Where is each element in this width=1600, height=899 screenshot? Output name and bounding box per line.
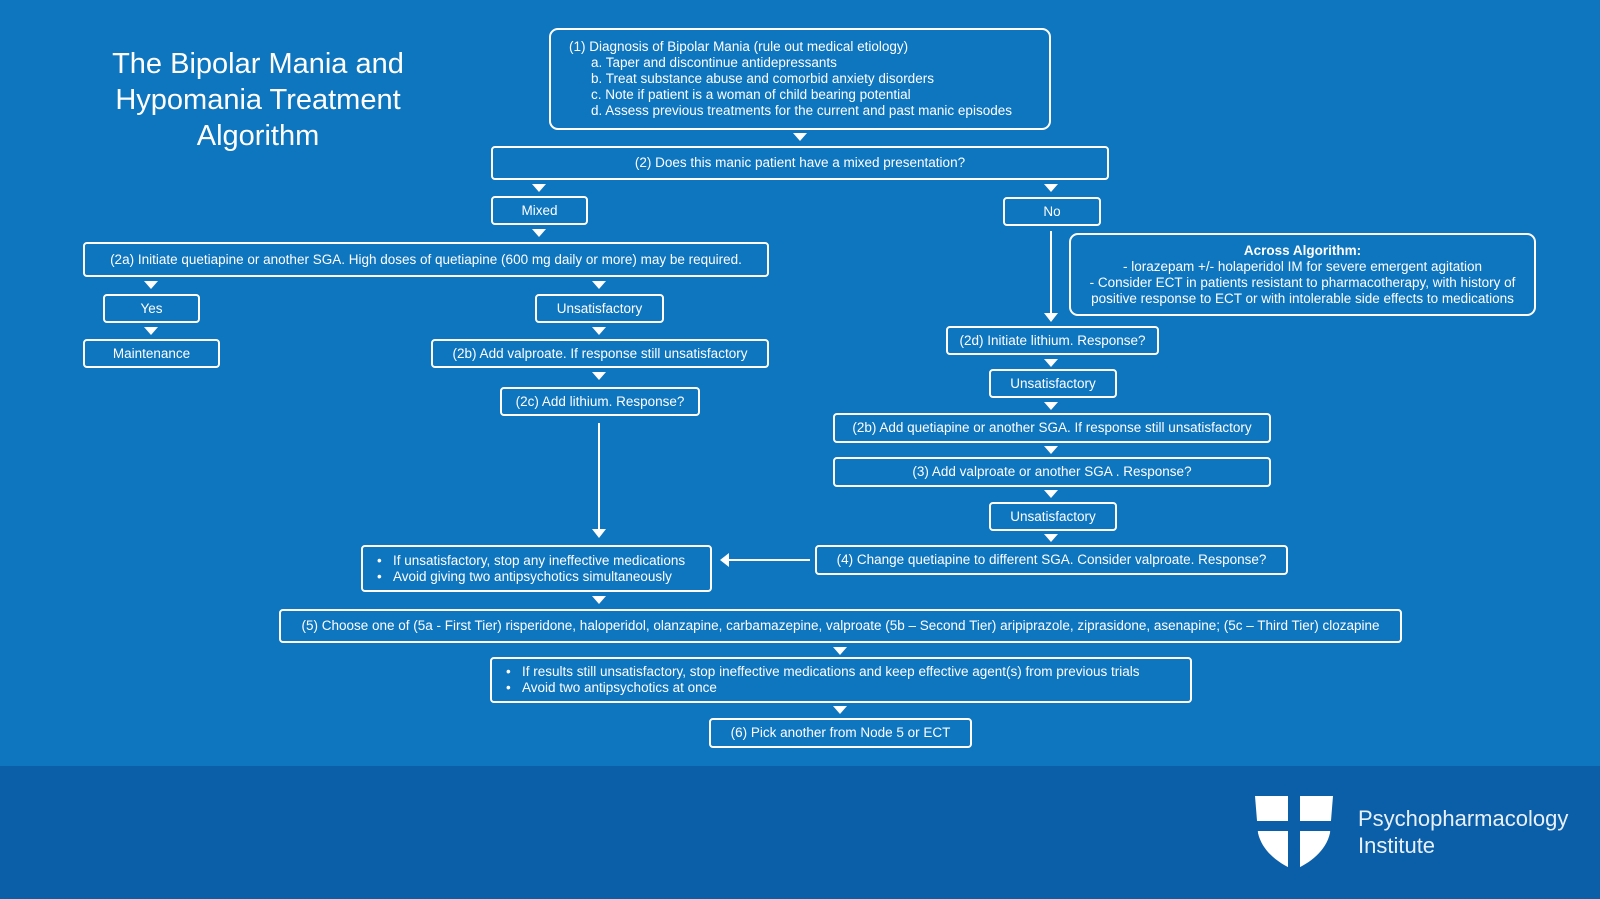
arrow-head	[592, 529, 606, 538]
outcome-yes: Yes	[103, 294, 200, 323]
list-item: Avoid two antipsychotics at once	[506, 680, 1140, 696]
arrow-head	[1044, 490, 1058, 498]
arrow-head	[1044, 359, 1058, 367]
list-item: If results still unsatisfactory, stop in…	[506, 664, 1140, 680]
across-algorithm-line: - Consider ECT in patients resistant to …	[1089, 274, 1516, 290]
results-unsatisfactory-list: If results still unsatisfactory, stop in…	[492, 664, 1140, 696]
outcome-unsatisfactory-left: Unsatisfactory	[535, 294, 664, 323]
content-area	[0, 0, 1600, 766]
footer-band	[0, 766, 1600, 899]
brand-line-2: Institute	[1358, 833, 1436, 858]
arrow-head	[833, 706, 847, 714]
branch-no: No	[1003, 197, 1101, 226]
list-item: Avoid giving two antipsychotics simultan…	[377, 569, 685, 585]
brand-name: Psychopharmacology Institute	[1358, 805, 1568, 859]
outcome-unsatisfactory-right-1: Unsatisfactory	[989, 369, 1117, 398]
arrow-head	[720, 553, 729, 567]
across-algorithm-line: positive response to ECT or with intoler…	[1091, 290, 1514, 306]
arrow-head	[592, 372, 606, 380]
across-algorithm-line: - lorazepam +/- holaperidol IM for sever…	[1122, 258, 1483, 274]
arrow-head	[144, 327, 158, 335]
outcome-unsatisfactory-right-2: Unsatisfactory	[989, 502, 1117, 531]
stop-ineffective-list: If unsatisfactory, stop any ineffective …	[363, 553, 685, 585]
arrow-head	[1044, 402, 1058, 410]
node-1-heading: (1) Diagnosis of Bipolar Mania (rule out…	[569, 39, 909, 54]
node-3-add-valproate: (3) Add valproate or another SGA . Respo…	[833, 457, 1271, 487]
arrow-head	[532, 184, 546, 192]
list-item: If unsatisfactory, stop any ineffective …	[377, 553, 685, 569]
results-unsatisfactory-box: If results still unsatisfactory, stop in…	[490, 657, 1192, 703]
node-6-pick-another: (6) Pick another from Node 5 or ECT	[709, 718, 972, 748]
arrow-head	[1044, 313, 1058, 322]
node-1-diagnosis: (1) Diagnosis of Bipolar Mania (rule out…	[549, 28, 1051, 130]
node-2a-initiate-quetiapine: (2a) Initiate quetiapine or another SGA.…	[83, 242, 769, 277]
arrow-head	[532, 229, 546, 237]
node-2-question: (2) Does this manic patient have a mixed…	[491, 146, 1109, 180]
arrow-head	[1044, 446, 1058, 454]
shield-cross-icon	[1255, 796, 1333, 870]
page-title: The Bipolar Mania and Hypomania Treatmen…	[112, 48, 404, 152]
node-1-item: d. Assess previous treatments for the cu…	[591, 103, 1012, 118]
stop-ineffective-box: If unsatisfactory, stop any ineffective …	[361, 545, 712, 592]
outcome-maintenance: Maintenance	[83, 339, 220, 368]
node-1-item: b. Treat substance abuse and comorbid an…	[591, 71, 934, 86]
node-2d-initiate-lithium: (2d) Initiate lithium. Response?	[946, 326, 1159, 355]
branch-mixed: Mixed	[491, 196, 588, 225]
arrow-head	[1044, 534, 1058, 542]
arrow-head	[793, 133, 807, 141]
arrow-head	[833, 647, 847, 655]
arrow-head	[592, 596, 606, 604]
node-2b-add-valproate: (2b) Add valproate. If response still un…	[431, 339, 769, 368]
across-algorithm-heading: Across Algorithm:	[1243, 242, 1362, 258]
node-5-choose-one: (5) Choose one of (5a - First Tier) risp…	[279, 609, 1402, 643]
node-1-item: c. Note if patient is a woman of child b…	[591, 87, 911, 102]
node-2c-add-lithium: (2c) Add lithium. Response?	[500, 387, 700, 416]
node-2b-add-quetiapine: (2b) Add quetiapine or another SGA. If r…	[833, 413, 1271, 443]
arrow-head	[1044, 184, 1058, 192]
brand-line-1: Psychopharmacology	[1358, 806, 1569, 831]
node-1-item: a. Taper and discontinue antidepressants	[591, 55, 837, 70]
arrow-head	[592, 281, 606, 289]
arrow-head	[592, 327, 606, 335]
arrow-head	[144, 281, 158, 289]
node-4-change-quetiapine: (4) Change quetiapine to different SGA. …	[815, 545, 1288, 575]
across-algorithm-note: Across Algorithm: - lorazepam +/- holape…	[1069, 233, 1536, 316]
